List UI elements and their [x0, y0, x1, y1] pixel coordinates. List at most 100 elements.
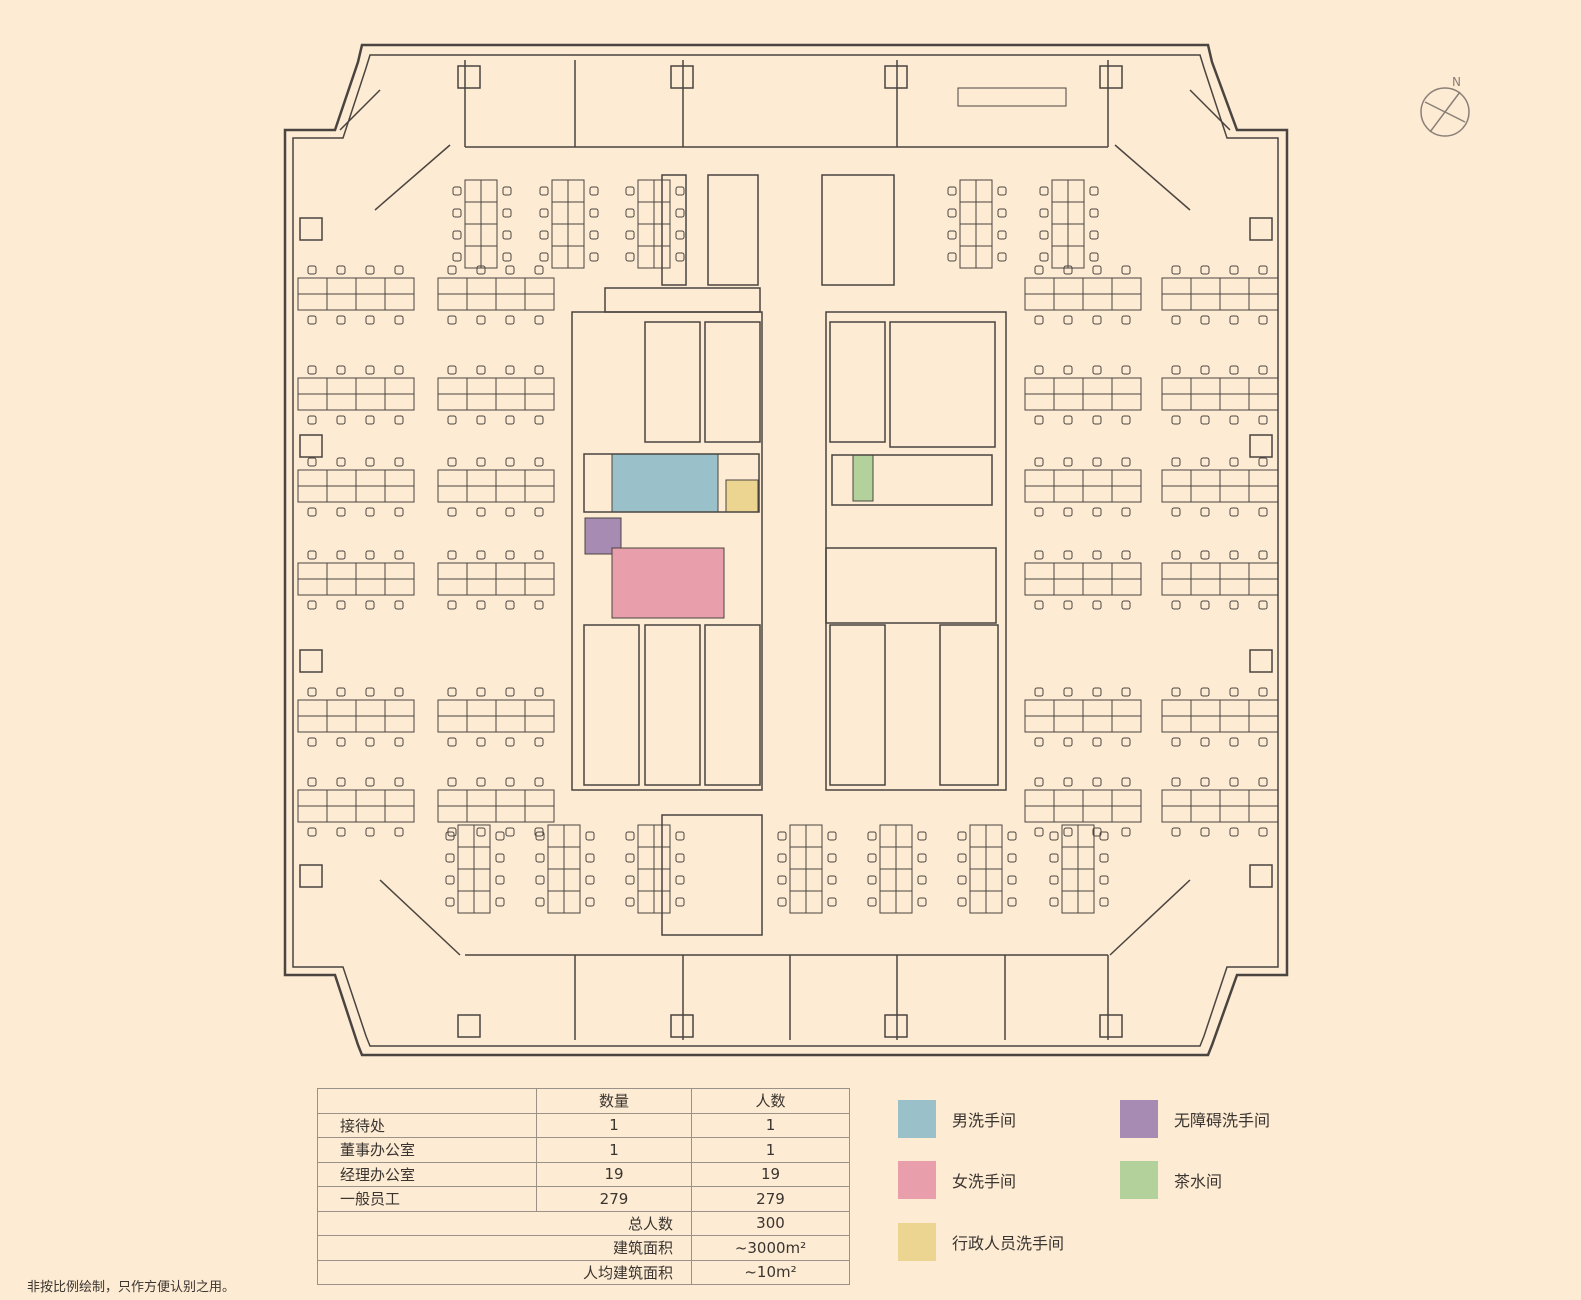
desk [466, 393, 497, 411]
chair [1258, 827, 1268, 837]
chair [1258, 737, 1268, 747]
desk [879, 868, 897, 892]
desk [1248, 485, 1279, 503]
chair [336, 777, 346, 787]
chair [1007, 875, 1017, 885]
chair [1007, 897, 1017, 907]
desk [473, 890, 491, 914]
desk [326, 699, 357, 717]
summary-value: 300 [691, 1210, 850, 1236]
chair [1171, 265, 1181, 275]
desk [805, 846, 823, 870]
desk [355, 578, 386, 596]
chair [625, 853, 635, 863]
desk [297, 578, 328, 596]
desk [1190, 377, 1221, 395]
desk [1082, 393, 1113, 411]
chair [1171, 507, 1181, 517]
desk [355, 293, 386, 311]
chair [1092, 687, 1102, 697]
chair [1089, 186, 1099, 196]
chair [777, 853, 787, 863]
desk [1111, 485, 1142, 503]
chair [447, 415, 457, 425]
desk [1219, 485, 1250, 503]
desk [1161, 377, 1192, 395]
chair [1121, 687, 1131, 697]
chair [336, 687, 346, 697]
chair [1200, 365, 1210, 375]
desk [437, 562, 468, 580]
chair [365, 550, 375, 560]
desk [1111, 393, 1142, 411]
chair [505, 507, 515, 517]
desk [464, 245, 482, 269]
chair [1063, 600, 1073, 610]
chair [1034, 550, 1044, 560]
chair [476, 600, 486, 610]
chair [535, 853, 545, 863]
chair [307, 365, 317, 375]
desk [437, 789, 468, 807]
desk [789, 824, 807, 848]
chair [476, 827, 486, 837]
table-header-cell [317, 1088, 537, 1114]
desk [466, 805, 497, 823]
chair [917, 897, 927, 907]
desk [1161, 393, 1192, 411]
desk [1067, 179, 1085, 203]
chair [452, 230, 462, 240]
desk [1111, 715, 1142, 733]
desk [297, 805, 328, 823]
chair [957, 853, 967, 863]
table-row: 经理办公室 19 19 [317, 1161, 850, 1187]
chair [1229, 415, 1239, 425]
desk [1024, 789, 1055, 807]
chair [307, 687, 317, 697]
chair [1121, 507, 1131, 517]
desk [1248, 699, 1279, 717]
desk [1161, 469, 1192, 487]
desk [985, 824, 1003, 848]
desk [437, 377, 468, 395]
desk [524, 469, 555, 487]
desk [495, 377, 526, 395]
table-row: 接待处 1 1 [317, 1112, 850, 1138]
desk [524, 789, 555, 807]
chair [505, 415, 515, 425]
chair [1089, 252, 1099, 262]
desk [637, 846, 655, 870]
desk [1024, 469, 1055, 487]
chair [947, 230, 957, 240]
desk [326, 805, 357, 823]
chair [539, 230, 549, 240]
desk [480, 179, 498, 203]
chair [505, 365, 515, 375]
desk [297, 393, 328, 411]
chair [476, 737, 486, 747]
desk [1190, 578, 1221, 596]
desk [297, 469, 328, 487]
chair [625, 897, 635, 907]
chair [1007, 853, 1017, 863]
desk [1248, 562, 1279, 580]
desk [959, 245, 977, 269]
chair [394, 777, 404, 787]
chair [307, 600, 317, 610]
desk [457, 824, 475, 848]
row-label: 董事办公室 [317, 1137, 537, 1163]
desk [551, 223, 569, 247]
chair [336, 457, 346, 467]
desk [969, 890, 987, 914]
desk [1082, 377, 1113, 395]
desk [437, 805, 468, 823]
chair [1034, 365, 1044, 375]
desk [1082, 715, 1113, 733]
desk [384, 562, 415, 580]
chair [1034, 415, 1044, 425]
desk [1082, 469, 1113, 487]
desk [637, 223, 655, 247]
chair [476, 315, 486, 325]
desk [297, 293, 328, 311]
chair [534, 737, 544, 747]
